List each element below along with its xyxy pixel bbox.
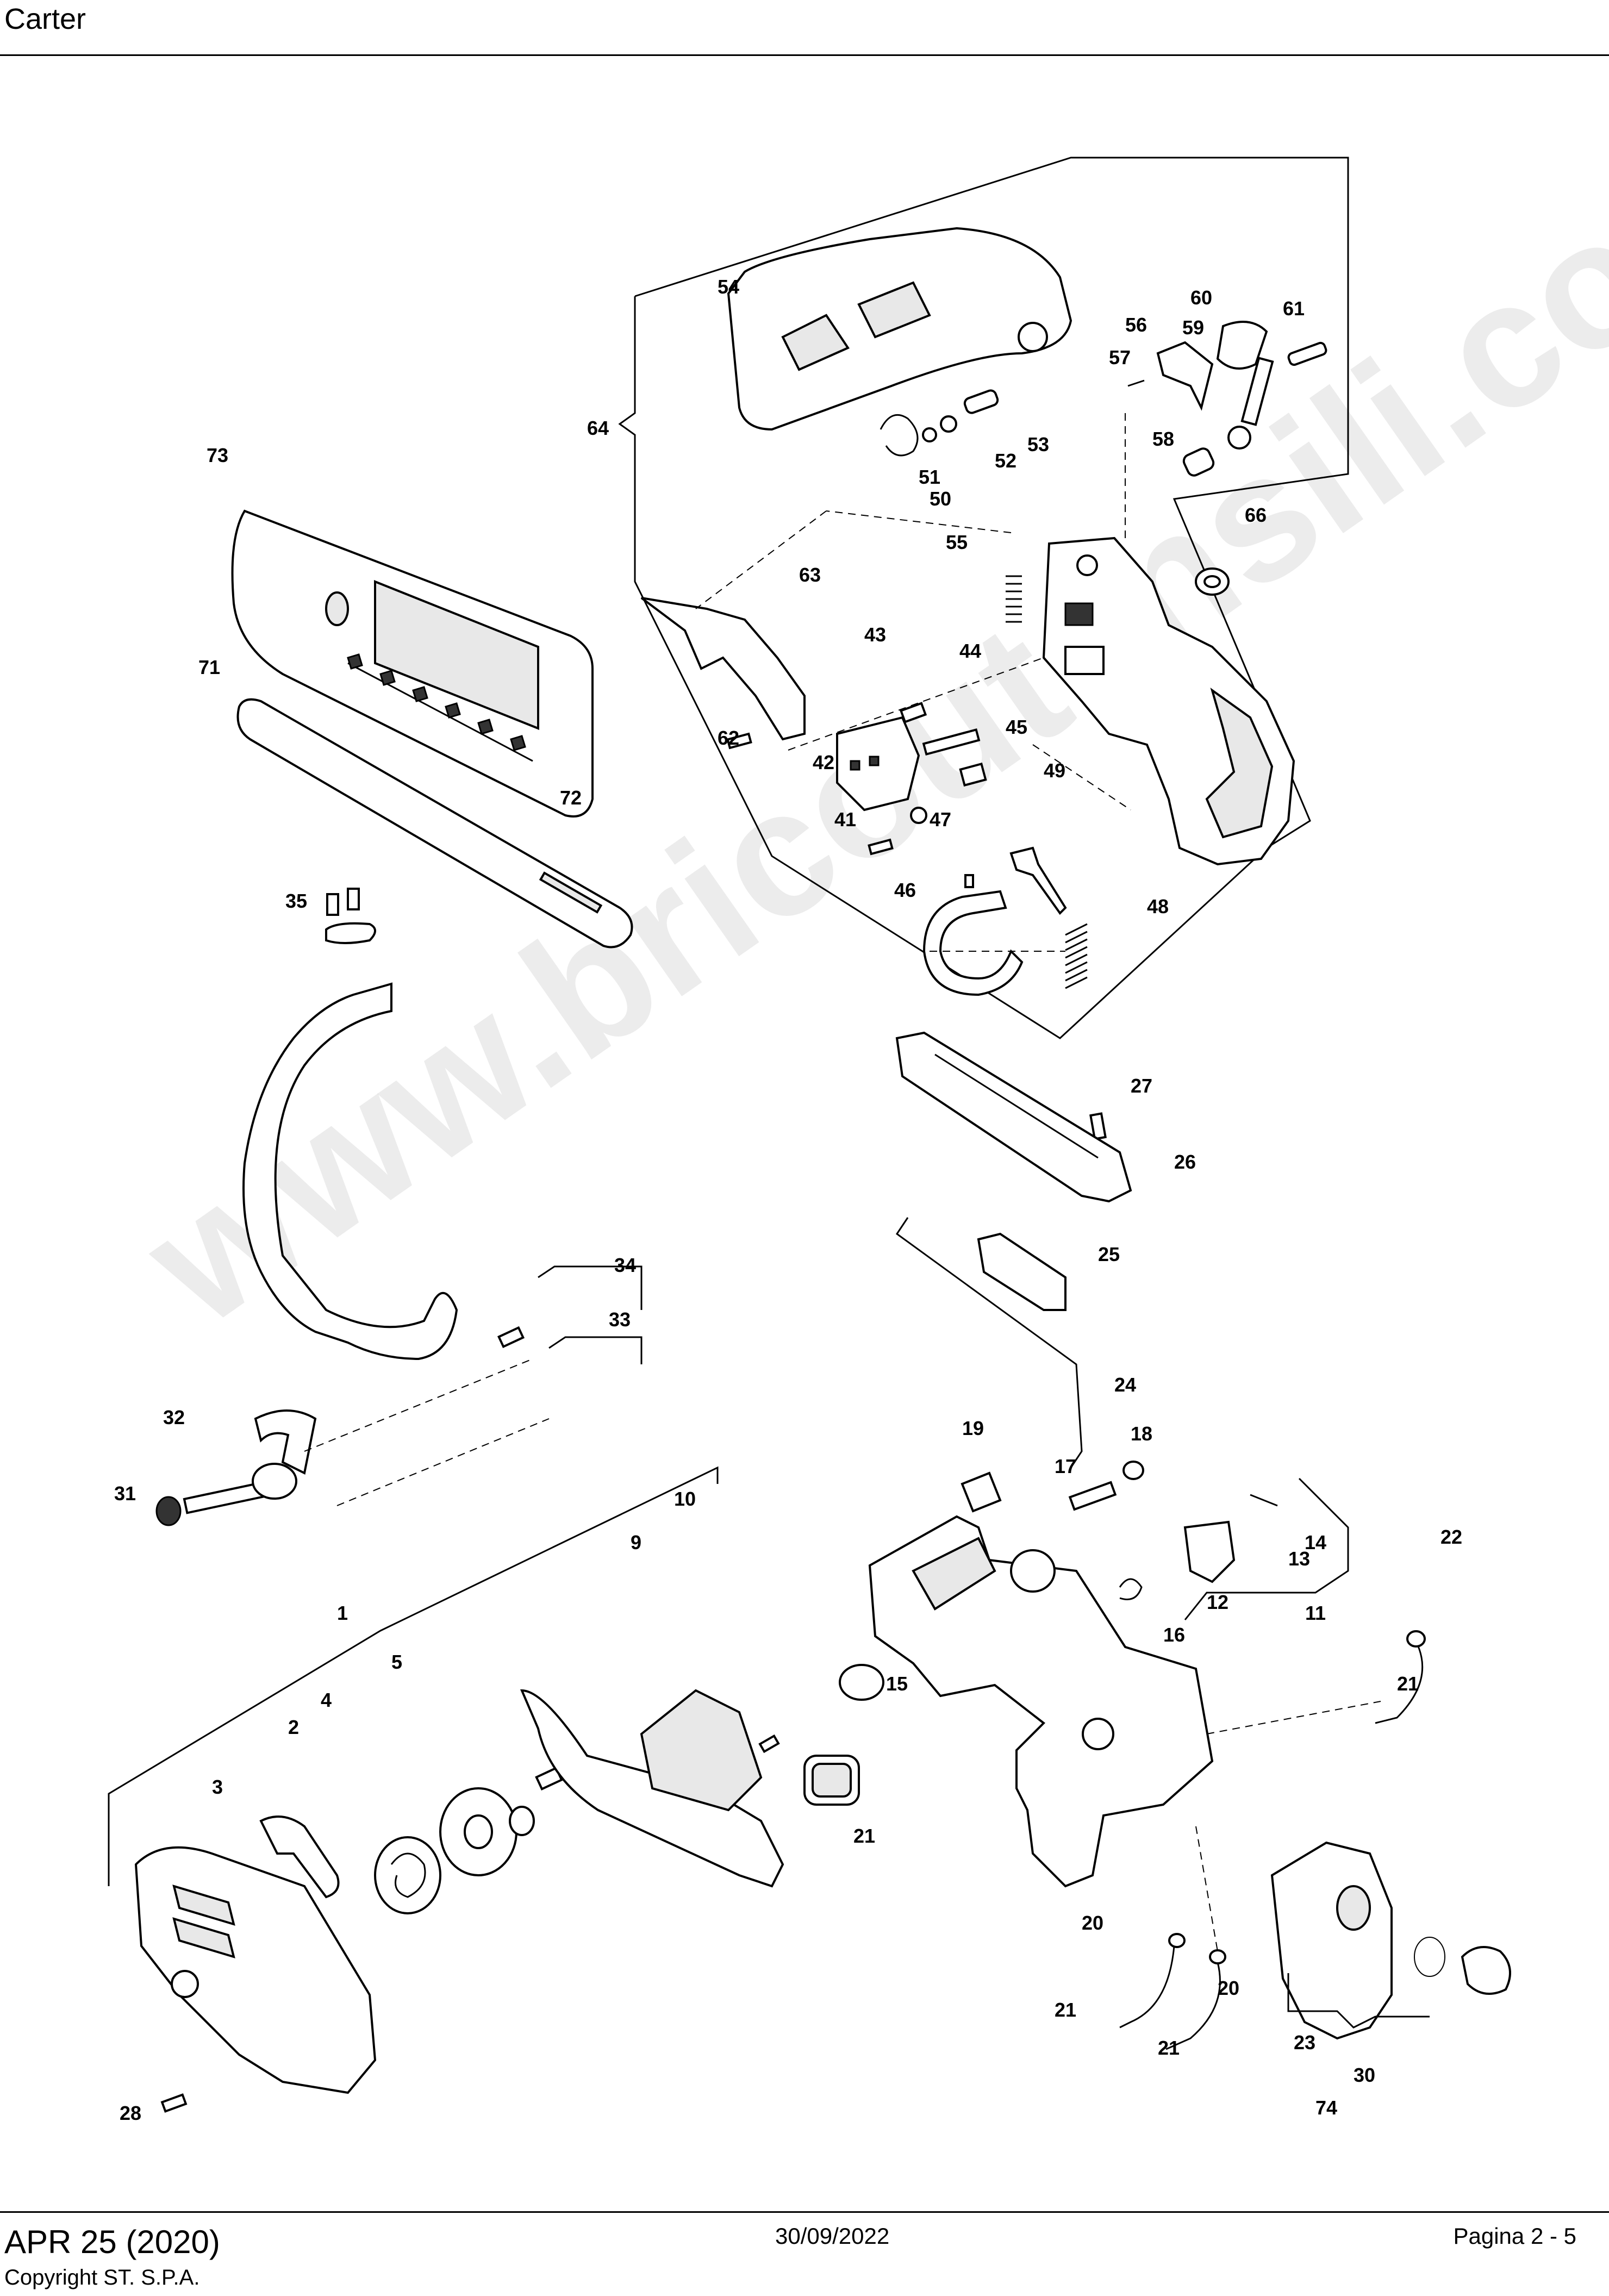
- callout-label: 12: [1207, 1591, 1228, 1613]
- callout-label: 54: [718, 276, 739, 298]
- callout-label: 61: [1283, 297, 1305, 320]
- date-label: 30/09/2022: [775, 2223, 890, 2249]
- callout-label: 41: [834, 808, 856, 831]
- callout-label: 73: [207, 444, 228, 466]
- assembly-64-outline: [618, 157, 1349, 1039]
- callout-label: 27: [1131, 1075, 1152, 1097]
- callout-label: 23: [1294, 2031, 1315, 2054]
- callout-label: 4: [321, 1689, 332, 1711]
- callout-label: 66: [1245, 504, 1267, 526]
- grip-parts-24-27: [895, 1031, 1132, 1468]
- callout-label: 72: [560, 787, 582, 809]
- handle-hardware-31-33: [155, 1326, 525, 1526]
- callout-label: 13: [1288, 1548, 1310, 1570]
- callout-label: 57: [1109, 346, 1131, 369]
- rear-handle-body: [1042, 536, 1295, 866]
- callout-label: 3: [212, 1776, 223, 1798]
- copyright-label: Copyright ST. S.P.A.: [4, 2266, 200, 2289]
- footer-divider: [0, 2211, 1609, 2213]
- callout-label: 20: [1218, 1977, 1239, 1999]
- front-handle-34: [242, 982, 458, 1361]
- callout-label: 64: [587, 417, 609, 439]
- callout-label: 31: [114, 1482, 136, 1505]
- starter-group-1-10: [134, 1689, 860, 2113]
- callout-label: 21: [853, 1825, 875, 1847]
- callout-label: 52: [995, 450, 1016, 472]
- callout-label: 74: [1315, 2097, 1337, 2119]
- callout-label: 9: [631, 1531, 641, 1553]
- page-title: Carter: [4, 3, 86, 35]
- callout-label: 32: [163, 1406, 185, 1428]
- throttle-parts-56-61: [1125, 321, 1327, 538]
- callout-label: 26: [1174, 1151, 1196, 1173]
- callout-label: 71: [198, 656, 220, 678]
- callout-label: 49: [1044, 759, 1065, 782]
- callout-labels: 1 2 3 4 5 9 10 11 12 13 14 15 16 17 18 1…: [114, 276, 1462, 2124]
- guide-bar-71: [236, 698, 633, 949]
- handle-parts-50-53: [880, 389, 999, 457]
- spring-55: [1006, 575, 1022, 623]
- callout-label: 59: [1182, 316, 1204, 339]
- callout-label: 5: [391, 1651, 402, 1673]
- exploded-parts-diagram: 1 2 3 4 5 9 10 11 12 13 14 15 16 17 18 1…: [108, 157, 1511, 2124]
- callout-label: 42: [813, 751, 834, 773]
- callout-label: 45: [1006, 716, 1027, 738]
- screws-41-45-62: [726, 702, 987, 856]
- callout-label: 21: [1158, 2037, 1180, 2059]
- guard-63: [640, 597, 806, 741]
- callout-label: 35: [285, 890, 307, 912]
- crankcase-11-16: [839, 1461, 1278, 1888]
- callout-label: 21: [1055, 1999, 1076, 2021]
- callout-label: 62: [718, 727, 739, 749]
- hoses-20-22: [1119, 1630, 1426, 2050]
- brake-band-46: [922, 846, 1088, 996]
- callout-label: 25: [1098, 1243, 1120, 1265]
- callout-label: 55: [946, 531, 968, 553]
- callout-label: 16: [1163, 1624, 1185, 1646]
- callout-label: 19: [962, 1417, 984, 1439]
- callout-label: 17: [1055, 1455, 1076, 1477]
- callout-label: 1: [337, 1602, 348, 1624]
- callout-label: 10: [674, 1488, 696, 1510]
- callout-label: 47: [930, 808, 951, 831]
- page-number: Pagina 2 - 5: [1453, 2223, 1577, 2249]
- callout-label: 15: [886, 1673, 908, 1695]
- callout-label: 2: [288, 1716, 299, 1738]
- plate-42: [836, 716, 927, 824]
- callout-label: 11: [1305, 1602, 1326, 1624]
- callout-label: 33: [609, 1308, 631, 1331]
- callout-label: 63: [799, 564, 821, 586]
- callout-label: 34: [614, 1254, 636, 1276]
- callout-label: 44: [959, 640, 981, 662]
- model-label: APR 25 (2020): [4, 2224, 220, 2260]
- bar-cover-73: [231, 509, 594, 818]
- callout-label: 24: [1114, 1374, 1136, 1396]
- header-divider: [0, 54, 1609, 56]
- callout-label: 30: [1354, 2064, 1375, 2086]
- screws-35: [325, 888, 376, 944]
- chain-72: [347, 653, 533, 762]
- callout-label: 60: [1190, 286, 1212, 309]
- callout-label: 48: [1147, 895, 1169, 918]
- top-handle-54: [727, 227, 1072, 431]
- callout-label: 28: [120, 2102, 141, 2124]
- callout-label: 58: [1152, 428, 1174, 450]
- tank-cover-23: [1270, 1841, 1511, 2040]
- callout-label: 22: [1440, 1526, 1462, 1548]
- callout-label: 18: [1131, 1422, 1152, 1445]
- callout-label: 20: [1082, 1912, 1103, 1934]
- leader-lines: [108, 510, 1430, 2029]
- callout-label: 56: [1125, 314, 1147, 336]
- callout-label: 43: [864, 623, 886, 646]
- callout-label: 51: [919, 466, 940, 488]
- callout-label: 53: [1027, 433, 1049, 456]
- callout-label: 50: [930, 488, 951, 510]
- callout-label: 21: [1397, 1673, 1419, 1695]
- callout-label: 46: [894, 879, 916, 901]
- callout-label: 14: [1305, 1531, 1326, 1553]
- bushing-66: [1195, 567, 1230, 596]
